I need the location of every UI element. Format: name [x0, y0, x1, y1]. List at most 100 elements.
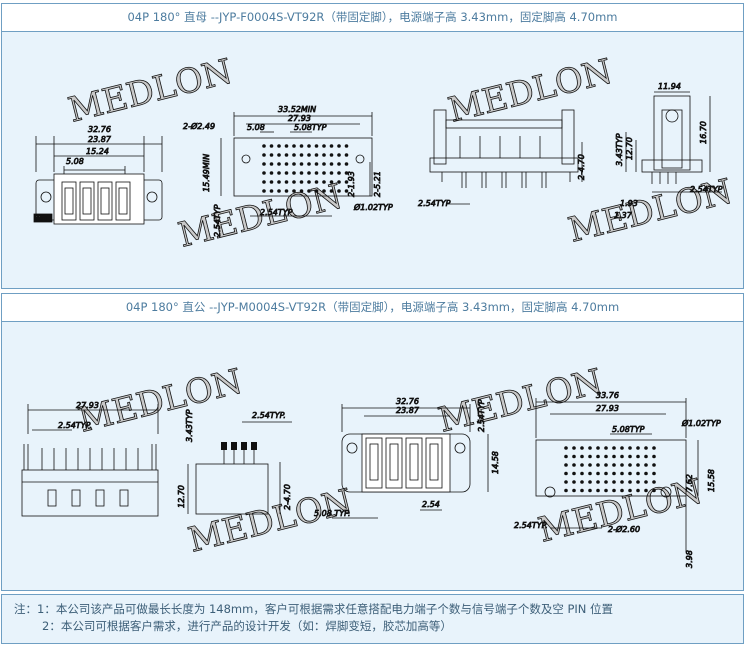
pin-dot	[269, 180, 274, 184]
pin-dot	[652, 488, 656, 493]
pin-dot	[588, 454, 592, 459]
pin-dot	[596, 454, 600, 459]
pin-dot	[277, 162, 281, 166]
dim-32-76: 32.76	[396, 397, 419, 406]
pin-dot	[344, 180, 349, 184]
dim-4-70: 2-4.70	[577, 154, 586, 180]
pin-dot	[652, 471, 656, 476]
pin-dot	[588, 463, 592, 467]
pin-dot	[628, 471, 632, 476]
pin-dot	[344, 153, 349, 157]
pin-dot	[612, 488, 616, 493]
pin-dot	[580, 446, 584, 450]
dim-12-70: 12.70	[625, 137, 634, 160]
pin-dot	[269, 171, 274, 175]
dim-11-94: 11.94	[658, 82, 681, 91]
watermark: MEDLON	[565, 171, 737, 250]
pin-dot	[636, 446, 640, 450]
dim-2-54b: 2.54TYP.	[252, 411, 286, 420]
pin-dot	[604, 446, 608, 450]
pin-dot	[644, 471, 648, 476]
pin-dot	[269, 162, 274, 166]
pin-dot	[564, 463, 568, 467]
pin-dot	[299, 162, 304, 166]
dim-1-37: 1.37	[614, 211, 633, 220]
pin-dot	[636, 471, 640, 476]
dim-15-49: 15.49MIN	[202, 154, 211, 192]
pin-dot	[307, 180, 311, 184]
pin-dot	[588, 488, 592, 493]
pin-dot	[572, 446, 576, 450]
pin-dot	[329, 144, 334, 148]
dim-3-43: 3.43TYP	[615, 133, 624, 166]
panel-female-connector: 04P 180° 直母 --JYP-F0004S-VT92R（带固定脚），电源端…	[1, 3, 744, 289]
dim-5-08a: 5.08	[247, 123, 265, 132]
dim-33-76: 33.76	[596, 391, 619, 400]
dim-27-93: 27.93	[288, 114, 311, 123]
pin-dot	[604, 471, 608, 476]
pin-dot	[337, 171, 341, 175]
pin-dot	[636, 454, 640, 459]
pin-dot	[292, 162, 296, 166]
pin-dot	[337, 189, 341, 193]
pin-dot	[564, 446, 568, 450]
pin-dot	[612, 471, 616, 476]
pin-dot	[314, 180, 319, 184]
pin-dot	[307, 171, 311, 175]
pin-dot	[292, 144, 296, 148]
dim-32-76: 32.76	[88, 125, 111, 134]
pin-dot	[284, 171, 289, 175]
pin-dot	[644, 480, 648, 484]
dim-23-87: 23.87	[88, 135, 112, 144]
pin-dot	[262, 180, 266, 184]
pin-dot	[344, 171, 349, 175]
watermark: MEDLON	[535, 471, 707, 550]
pin-dot	[628, 488, 632, 493]
pin-dot	[269, 153, 274, 157]
watermark: MEDLON	[185, 481, 357, 560]
pin-dot	[580, 480, 584, 484]
dim-27-93b: 27.93	[596, 404, 619, 413]
pin-dot	[307, 144, 311, 148]
pin-dot	[596, 488, 600, 493]
pin-dot	[292, 180, 296, 184]
pin-dot	[299, 144, 304, 148]
pin-dot	[307, 153, 311, 157]
pin-dot	[620, 480, 624, 484]
end-view	[625, 91, 722, 193]
pin-dot	[636, 488, 640, 493]
pin-dot	[322, 153, 326, 157]
watermark: MEDLON	[65, 51, 237, 130]
dim-2-54v: 2.54TYP	[213, 204, 222, 237]
pin-dot	[299, 180, 304, 184]
male-side-view	[21, 404, 159, 517]
pin-dot	[337, 162, 341, 166]
pin-dot	[314, 171, 319, 175]
pin-dot	[604, 480, 608, 484]
male-front-view	[332, 404, 489, 519]
pin-dot	[628, 446, 632, 450]
pin-dot	[269, 144, 274, 148]
dim-3-43: 3.43TYP	[185, 409, 194, 442]
pin-dot	[572, 480, 576, 484]
pin-dot	[299, 153, 304, 157]
pin-dot	[299, 171, 304, 175]
pin-dot	[644, 454, 648, 459]
watermark: MEDLON	[75, 361, 247, 440]
pin-dot	[628, 454, 632, 459]
dim-4-70: 2-4.70	[283, 484, 292, 510]
pin-dot	[307, 189, 311, 193]
pin-dot	[620, 471, 624, 476]
dim-2-54d: 2.54TYP	[690, 185, 723, 194]
pin-dot	[277, 144, 281, 148]
pin-dot	[588, 480, 592, 484]
pin-dot	[564, 488, 568, 493]
pin-dot	[284, 162, 289, 166]
note-line-2: 2：本公司可根据客户需求，进行产品的设计开发（如：焊脚变短，胶芯加高等）	[42, 619, 452, 633]
pin-dot	[604, 488, 608, 493]
dim-5-08typ: 5.08TYP	[612, 425, 645, 434]
pin-dot	[299, 189, 304, 193]
front-view	[33, 136, 163, 225]
pin-tips	[221, 442, 257, 450]
pin-dot	[612, 463, 616, 467]
